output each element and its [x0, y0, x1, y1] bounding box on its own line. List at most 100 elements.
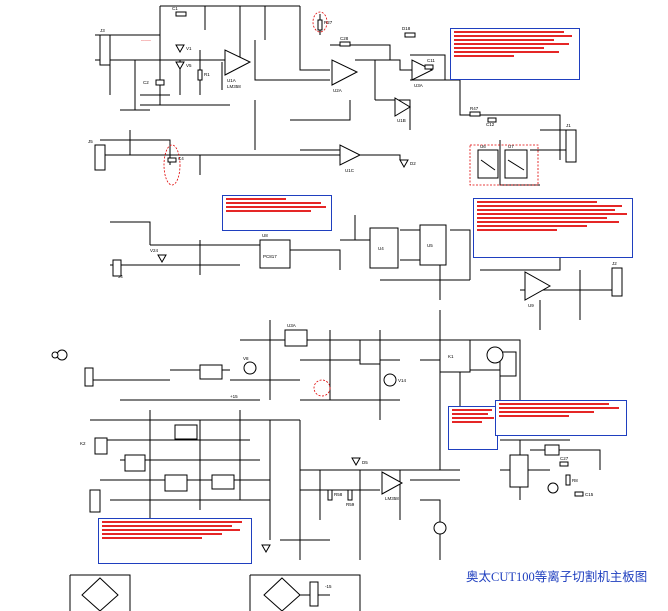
capacitor-c27	[559, 461, 569, 467]
r58-label: R58	[334, 492, 343, 497]
highlight-optocouplers	[469, 144, 539, 186]
opamp-u1c	[339, 144, 362, 166]
optocoupler-lower-4	[174, 424, 198, 440]
plus15-label: +15	[230, 394, 238, 399]
lm358-label: LM358	[227, 84, 241, 89]
opamp-u1a	[224, 49, 252, 76]
u6-label: U6	[480, 144, 486, 149]
relay-cluster-block: K2 +15	[80, 394, 301, 560]
transformer	[499, 351, 517, 377]
j2-label: J2	[612, 261, 617, 266]
capacitor-c2	[155, 79, 165, 86]
relay-k1	[439, 339, 471, 373]
relay-k2	[94, 437, 108, 455]
current-sense-block: J5 C4 U1C D2	[88, 100, 416, 186]
ic-u5	[419, 224, 447, 266]
misc-markers	[51, 346, 504, 364]
transistor-v14	[383, 373, 397, 387]
lm358-bottom-label: LM358	[385, 496, 399, 501]
capacitor-c1	[175, 11, 187, 17]
connector-j3	[99, 34, 111, 66]
resistor-r47	[469, 111, 481, 117]
capacitor-c28	[339, 41, 351, 47]
optocoupler-u3	[284, 329, 308, 347]
annotation-note-bottom-left	[98, 518, 252, 564]
transistor-v8	[243, 361, 257, 375]
d18-label: D18	[402, 26, 411, 31]
c1-label: C1	[172, 6, 178, 11]
output-relay-block: C27 R8 C15 +5	[500, 426, 601, 500]
relay-output	[509, 454, 529, 488]
minus15-label: -15	[325, 584, 332, 589]
capacitor-c15	[574, 491, 584, 497]
regulator	[309, 581, 319, 607]
capacitor-c11	[424, 64, 434, 70]
diode-d18	[404, 32, 416, 38]
j1-label: J1	[566, 123, 571, 128]
opamp-u1b	[394, 97, 411, 117]
v5-label: V5	[186, 63, 192, 68]
u7-label: U7	[508, 144, 514, 149]
v14-label: V14	[398, 378, 407, 383]
optocoupler-lower-2	[164, 474, 188, 492]
u3-label: U3A	[287, 323, 296, 328]
u1c-label: U1C	[345, 168, 355, 173]
ic-u4	[369, 227, 399, 269]
r59-label: R59	[346, 502, 355, 507]
r47-label: R47	[470, 106, 479, 111]
u1a-label: U1A	[227, 78, 236, 83]
optocoupler-u8	[259, 239, 291, 269]
r1-label: R1	[204, 72, 210, 77]
integrator-block: LM358 D5 R58 R59	[280, 457, 460, 560]
u4-label: U4	[378, 246, 384, 251]
c12-label: C12	[486, 122, 495, 127]
d5-label: D5	[362, 460, 368, 465]
u3a-label: U3A	[414, 83, 423, 88]
v24-label: V24	[150, 248, 159, 253]
pc817-label: PC817	[263, 254, 277, 259]
opamp-u1-bottom	[381, 471, 404, 495]
c27-label: C27	[560, 456, 569, 461]
k2-label: K2	[80, 441, 86, 446]
v8-label: V8	[243, 356, 249, 361]
u1b-label: U1B	[397, 118, 406, 123]
diagram-caption: 奥太CUT100等离子切割机主板图	[466, 570, 648, 584]
logic-control-block: U8 PC817 U4 U5 V24 J4	[110, 215, 471, 300]
svg-text:╶───╴: ╶───╴	[140, 39, 152, 43]
r27-label: R27	[324, 20, 333, 25]
u9-label: U9	[528, 303, 534, 308]
diode-d5	[351, 457, 361, 467]
power-supply-block: -15	[69, 574, 361, 611]
resistor-r59	[347, 489, 353, 501]
ic-u6-driver	[359, 339, 381, 365]
optocoupler-output-block: J1 U6 U7	[469, 114, 577, 186]
resistor-r1	[197, 69, 203, 81]
connector-left-mid	[84, 367, 94, 387]
optocoupler-u6	[477, 149, 499, 179]
connector-j2	[611, 267, 623, 297]
optocoupler-lower-3	[211, 474, 235, 490]
c11-label: C11	[427, 58, 435, 63]
comparator-block: U9 J2	[480, 254, 623, 330]
highlight-r27	[312, 11, 328, 33]
v1-label: V1	[186, 46, 192, 51]
u5-label: U5	[427, 243, 433, 248]
annotation-note-lower-right	[495, 400, 627, 436]
diode-v24	[157, 254, 167, 264]
c2-label: C2	[143, 80, 149, 85]
optocoupler-u7	[504, 149, 528, 179]
resistor-r8	[565, 474, 571, 486]
annotation-note-center-left	[222, 195, 332, 231]
driver-stage-block: U3A V8 V14 K1	[56, 310, 521, 470]
c15-label: C15	[585, 492, 594, 497]
u2a-label: U2A	[333, 88, 342, 93]
potentiometer	[486, 346, 504, 364]
d2-label: D2	[410, 161, 416, 166]
annotation-note-bottom-right	[448, 406, 498, 450]
connector-j5	[94, 144, 106, 171]
connector-j4	[112, 259, 122, 277]
highlight-driver	[313, 379, 331, 397]
optocoupler-lower-1	[124, 454, 146, 472]
diode-d2	[399, 159, 409, 169]
